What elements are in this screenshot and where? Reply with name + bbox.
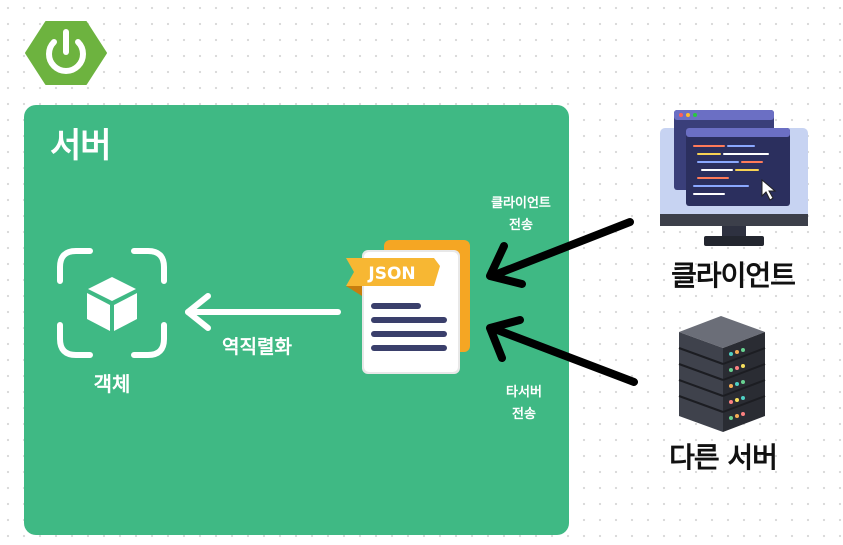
client-send-line2: 전송 bbox=[509, 218, 533, 233]
client-label: 클라이언트 bbox=[671, 259, 796, 292]
json-file-icon: JSON bbox=[346, 240, 470, 374]
json-badge-label: JSON bbox=[367, 264, 415, 284]
other-send-label: 타서버 전송 bbox=[484, 382, 564, 426]
server-title: 서버 bbox=[50, 126, 112, 166]
server-rack-icon bbox=[678, 316, 766, 432]
client-send-line1: 클라이언트 bbox=[491, 196, 551, 211]
other-server-label: 다른 서버 bbox=[669, 441, 778, 474]
object-label: 객체 bbox=[93, 372, 131, 396]
client-send-label: 클라이언트 전송 bbox=[472, 193, 570, 237]
deserialize-label: 역직렬화 bbox=[222, 336, 292, 358]
other-send-line1: 타서버 bbox=[506, 385, 542, 400]
cube-icon bbox=[57, 248, 167, 358]
other-send-line2: 전송 bbox=[512, 407, 536, 422]
monitor-code-icon bbox=[660, 110, 808, 246]
spring-power-icon bbox=[25, 21, 107, 85]
